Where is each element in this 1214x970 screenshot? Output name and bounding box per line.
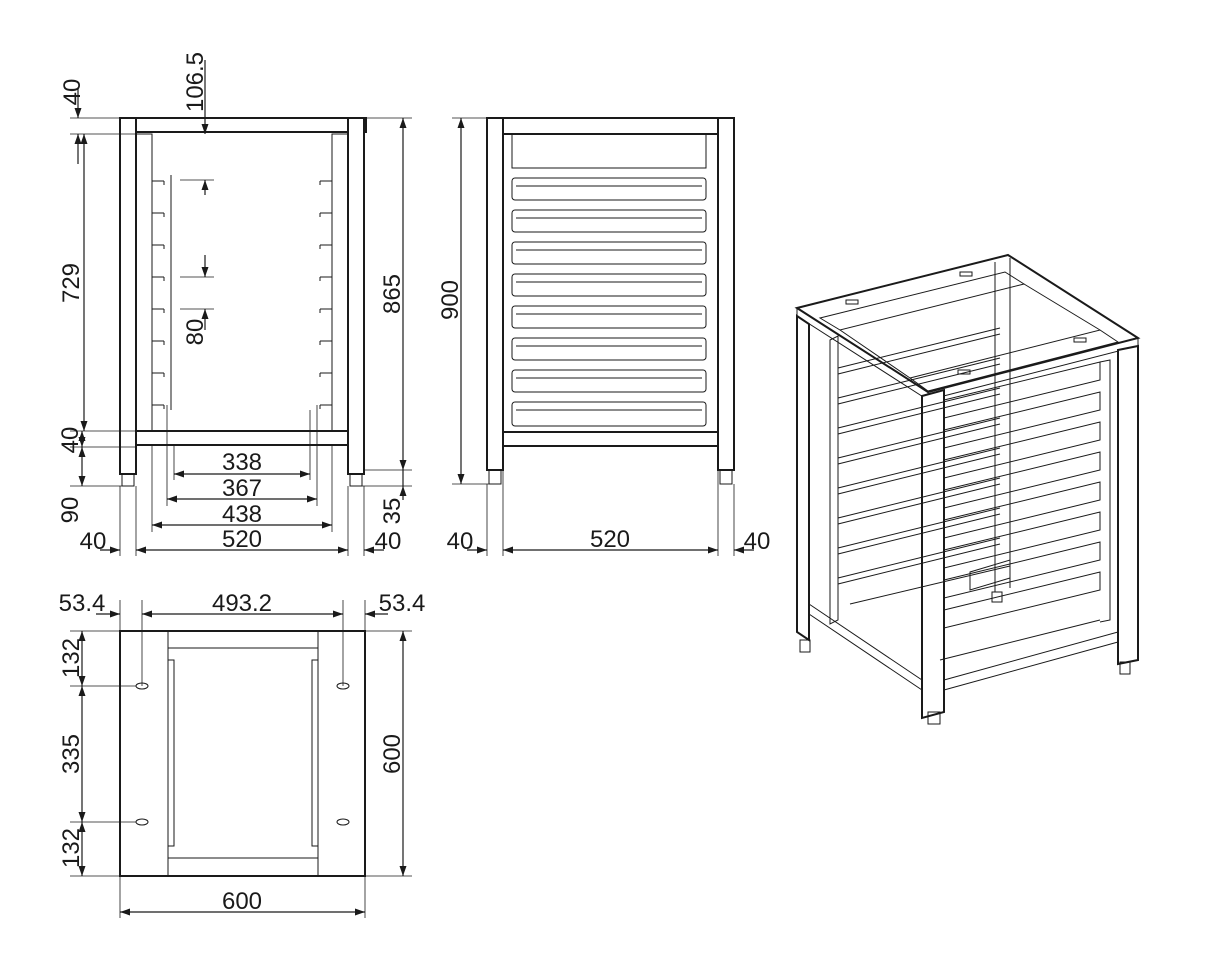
dim-plan-inner-width: 493.2: [212, 590, 272, 617]
dim-side-right-40: 40: [744, 528, 771, 555]
dim-foot-offset: 35: [379, 498, 406, 525]
dim-width-338: 338: [222, 449, 262, 476]
dim-side-total-height: 900: [437, 280, 464, 320]
dim-side-depth: 520: [590, 526, 630, 553]
dim-bottom-rail: 40: [57, 427, 84, 454]
dim-plan-width: 600: [222, 888, 262, 915]
dim-plan-slot-bottom: 132: [58, 828, 85, 868]
dim-side-left-40: 40: [447, 528, 474, 555]
iso-left-slides: [829, 327, 1001, 625]
dim-plan-slot-span: 335: [58, 734, 85, 774]
dim-top-offset: 40: [59, 79, 86, 106]
dim-width-367: 367: [222, 475, 262, 502]
dim-total-height: 865: [379, 274, 406, 314]
plan-view: 493.2 53.4 53.4 132 335 132 600 600: [58, 590, 425, 918]
dim-top-rail-gap: 106.5: [182, 52, 209, 112]
dim-plan-margin-left: 53.4: [59, 590, 106, 617]
front-view: 40 729 40 90 106.5 80 865 35: [57, 52, 412, 556]
dim-side-right: 40: [375, 528, 402, 555]
dim-inner-height: 729: [58, 263, 85, 303]
dim-tray-pitch: 80: [182, 319, 209, 346]
iso-right-slides: [943, 359, 1111, 629]
dim-side-left: 40: [80, 528, 107, 555]
dim-plan-slot-top: 132: [58, 638, 85, 678]
mount-slot: [336, 818, 350, 826]
dim-foot-height: 90: [57, 497, 84, 524]
dim-plan-depth: 600: [379, 734, 406, 774]
front-tray-supports: [152, 175, 332, 410]
side-tray-slides: [511, 177, 707, 427]
dim-width-520: 520: [222, 526, 262, 553]
isometric-view: [794, 253, 1141, 725]
side-view: 900 520 40 40: [437, 117, 771, 556]
dim-plan-margin-right: 53.4: [379, 590, 426, 617]
dim-width-438: 438: [222, 501, 262, 528]
